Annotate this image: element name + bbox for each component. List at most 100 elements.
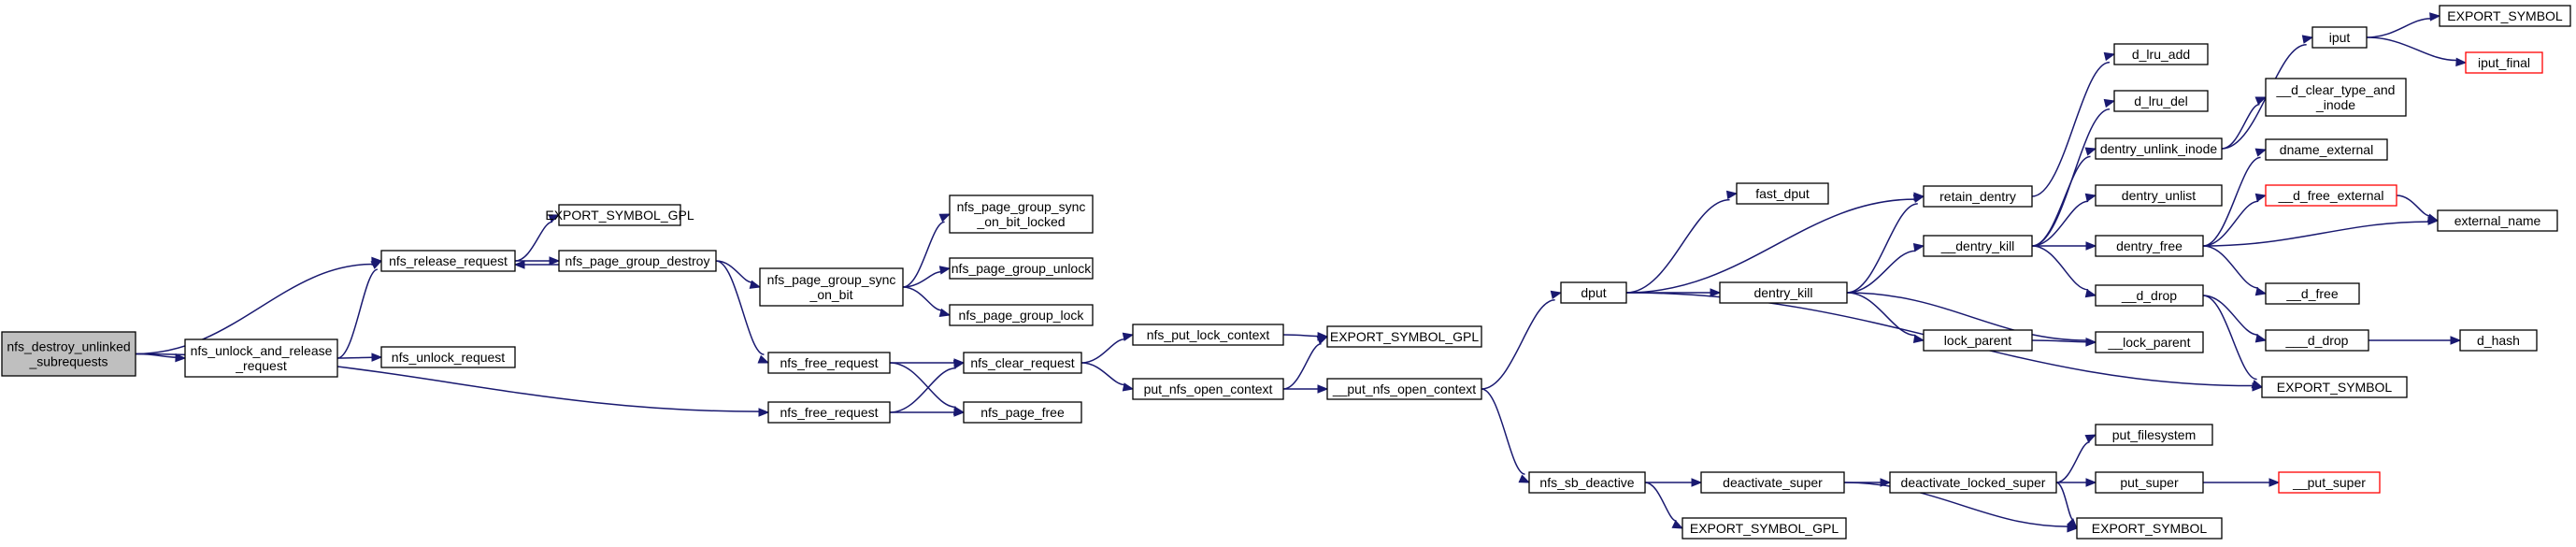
node-d-drop[interactable]: ___d_drop bbox=[2265, 329, 2369, 352]
arrowhead-icon bbox=[1912, 334, 1925, 344]
node-dentry-kill[interactable]: dentry_kill bbox=[1719, 281, 1848, 304]
node-box bbox=[1560, 281, 1627, 304]
node-dentry-free[interactable]: dentry_free bbox=[2095, 235, 2204, 257]
edge-line bbox=[2031, 245, 2089, 291]
edge-put-nfs-open-context-to-nfs-sb-deactive bbox=[1481, 388, 1531, 483]
edge-nfs-sb-deactive-to-deactivate-super bbox=[1644, 478, 1703, 487]
edges-layer bbox=[135, 12, 2468, 533]
node-nfs-page-group-sync-on-bit-locked[interactable]: nfs_page_group_sync_on_bit_locked bbox=[949, 194, 1094, 234]
node-iput[interactable]: iput bbox=[2311, 26, 2368, 49]
node-put-super[interactable]: __put_super bbox=[2278, 471, 2381, 494]
node-label: __d_free_external bbox=[2278, 188, 2384, 203]
node-dput[interactable]: dput bbox=[1560, 281, 1627, 304]
node-export-symbol-3[interactable]: EXPORT_SYMBOL bbox=[2439, 5, 2571, 27]
node-label: nfs_page_group_lock bbox=[959, 308, 1085, 323]
edge-line bbox=[889, 367, 956, 413]
node-deactivate-locked-super[interactable]: deactivate_locked_super bbox=[1889, 471, 2057, 494]
arrowhead-icon bbox=[938, 266, 952, 275]
node-iput-final[interactable]: iput_final bbox=[2465, 51, 2543, 74]
edge-line bbox=[2396, 194, 2430, 217]
node-dentry-unlink-inode[interactable]: dentry_unlink_inode bbox=[2095, 137, 2223, 160]
arrowhead-icon bbox=[2085, 241, 2097, 251]
node-d-drop[interactable]: __d_drop bbox=[2095, 284, 2204, 307]
node-export-symbol-gpl-1[interactable]: EXPORT_SYMBOL_GPL bbox=[545, 204, 694, 226]
node-nfs-put-lock-context[interactable]: nfs_put_lock_context bbox=[1132, 324, 1284, 346]
node-box bbox=[184, 338, 338, 378]
node-nfs-free-request-2[interactable]: nfs_free_request bbox=[767, 401, 891, 424]
node-d-lru-del[interactable]: d_lru_del bbox=[2113, 90, 2209, 112]
edge-deactivate-locked-super-to-put-filesystem bbox=[2055, 434, 2097, 483]
node-label: EXPORT_SYMBOL_GPL bbox=[545, 208, 694, 223]
edge-line bbox=[2202, 245, 2259, 289]
node-label: EXPORT_SYMBOL_GPL bbox=[1690, 521, 1839, 536]
node-dname-external[interactable]: dname_external bbox=[2265, 138, 2388, 161]
node-label: __d_clear_type_and bbox=[2276, 82, 2396, 97]
node-nfs-page-group-lock[interactable]: nfs_page_group_lock bbox=[949, 304, 1094, 326]
edge-deactivate-locked-super-to-put-super bbox=[2055, 478, 2097, 487]
node-nfs-page-group-sync-on-bit[interactable]: nfs_page_group_sync_on_bit bbox=[759, 267, 904, 307]
node-nfs-page-group-destroy[interactable]: nfs_page_group_destroy bbox=[558, 250, 717, 272]
edge-dentry-kill-to-dentry-free bbox=[2032, 241, 2097, 251]
node-put-nfs-open-context[interactable]: __put_nfs_open_context bbox=[1326, 378, 1482, 400]
node-d-hash[interactable]: d_hash bbox=[2459, 329, 2538, 352]
node-dentry-unlist[interactable]: dentry_unlist bbox=[2095, 184, 2223, 207]
edge-nfs-release-request-to-export-symbol-gpl-1 bbox=[514, 214, 561, 262]
arrowhead-icon bbox=[1317, 384, 1329, 394]
node-box bbox=[1682, 517, 1847, 540]
node-d-free[interactable]: __d_free bbox=[2265, 282, 2360, 305]
arrowhead-icon bbox=[1316, 336, 1329, 345]
arrowhead-icon bbox=[1518, 474, 1531, 483]
node-nfs-release-request[interactable]: nfs_release_request bbox=[380, 250, 516, 272]
node-lock-parent[interactable]: lock_parent bbox=[1923, 329, 2033, 352]
node-export-symbol-2[interactable]: EXPORT_SYMBOL bbox=[2261, 376, 2408, 398]
node-put-nfs-open-context[interactable]: put_nfs_open_context bbox=[1132, 378, 1284, 400]
edge-line bbox=[1644, 482, 1677, 523]
node-label: iput_final bbox=[2478, 55, 2530, 70]
node-nfs-sb-deactive[interactable]: nfs_sb_deactive bbox=[1528, 471, 1646, 494]
node-nfs-clear-request[interactable]: nfs_clear_request bbox=[963, 352, 1082, 374]
edge-put-nfs-open-context-to-dput bbox=[1481, 290, 1563, 390]
node-label: __d_free bbox=[2285, 286, 2338, 301]
node-export-symbol-gpl-2[interactable]: EXPORT_SYMBOL_GPL bbox=[1326, 325, 1482, 348]
node-label: dname_external bbox=[2280, 142, 2373, 157]
node-dentry-kill[interactable]: __dentry_kill bbox=[1923, 235, 2033, 257]
node-label: nfs_free_request bbox=[780, 405, 878, 420]
node-box bbox=[2095, 184, 2223, 207]
node-box bbox=[2265, 138, 2388, 161]
node-label: _request bbox=[235, 358, 287, 373]
edge-nfs-sb-deactive-to-export-symbol-gpl-3 bbox=[1644, 482, 1684, 529]
node-retain-dentry[interactable]: retain_dentry bbox=[1923, 185, 2033, 208]
node-nfs-unlock-request[interactable]: nfs_unlock_request bbox=[380, 346, 516, 368]
node-nfs-free-request-1[interactable]: nfs_free_request bbox=[767, 352, 891, 374]
node-d-clear-type-and-inode[interactable]: __d_clear_type_and_inode bbox=[2265, 78, 2407, 117]
edge-line bbox=[514, 221, 553, 262]
node-label: __lock_parent bbox=[2108, 335, 2191, 350]
node-deactivate-super[interactable]: deactivate_super bbox=[1700, 471, 1845, 494]
node-nfs-page-group-unlock[interactable]: nfs_page_group_unlock bbox=[949, 257, 1094, 280]
arrowhead-icon bbox=[1725, 190, 1739, 200]
node-box bbox=[2439, 5, 2571, 27]
node-nfs-page-free[interactable]: nfs_page_free bbox=[963, 401, 1082, 424]
node-label: nfs_unlock_request bbox=[392, 350, 506, 365]
arrowhead-icon bbox=[938, 213, 952, 223]
arrowhead-icon bbox=[2426, 213, 2440, 223]
node-d-free-external[interactable]: __d_free_external bbox=[2265, 184, 2397, 207]
edge-nfs-page-group-destroy-to-nfs-free-request-1 bbox=[715, 260, 770, 364]
node-root[interactable]: nfs_destroy_unlinked_subrequests bbox=[1, 331, 136, 377]
node-d-lru-add[interactable]: d_lru_add bbox=[2113, 43, 2209, 65]
node-export-symbol-gpl-3[interactable]: EXPORT_SYMBOL_GPL bbox=[1682, 517, 1847, 540]
node-put-filesystem[interactable]: put_filesystem bbox=[2095, 424, 2213, 446]
node-fast-dput[interactable]: fast_dput bbox=[1736, 182, 1829, 205]
node-label: EXPORT_SYMBOL bbox=[2447, 8, 2563, 23]
edge-dentry-kill-to-d-lru-del bbox=[2031, 98, 2116, 247]
node-box bbox=[2113, 43, 2209, 65]
edge-line bbox=[1846, 292, 1916, 337]
edge-dentry-kill-to-d-drop bbox=[2031, 245, 2097, 298]
node-external-name[interactable]: external_name bbox=[2437, 209, 2558, 232]
node-nfs-unlock-and-release-request[interactable]: nfs_unlock_and_release_request bbox=[184, 338, 338, 378]
node-export-symbol-1[interactable]: EXPORT_SYMBOL bbox=[2076, 517, 2223, 540]
node-lock-parent[interactable]: __lock_parent bbox=[2095, 331, 2204, 353]
node-label: dentry_unlist bbox=[2122, 188, 2196, 203]
node-put-super[interactable]: put_super bbox=[2095, 471, 2204, 494]
node-label: EXPORT_SYMBOL bbox=[2092, 521, 2208, 536]
